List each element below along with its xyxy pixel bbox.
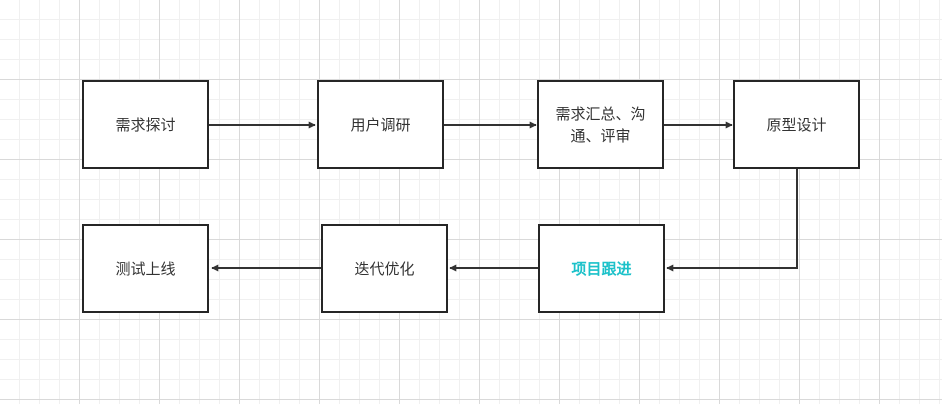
node-iteration-optimization[interactable]: 迭代优化 [321, 224, 448, 313]
node-test-launch[interactable]: 测试上线 [82, 224, 209, 313]
connector-n4-n5 [666, 169, 798, 272]
node-project-followup[interactable]: 项目跟进 [538, 224, 665, 313]
node-requirement-summary-review[interactable]: 需求汇总、沟通、评审 [537, 80, 664, 169]
node-prototype-design[interactable]: 原型设计 [733, 80, 860, 169]
node-user-research[interactable]: 用户调研 [317, 80, 444, 169]
node-requirement-discussion[interactable]: 需求探讨 [82, 80, 209, 169]
